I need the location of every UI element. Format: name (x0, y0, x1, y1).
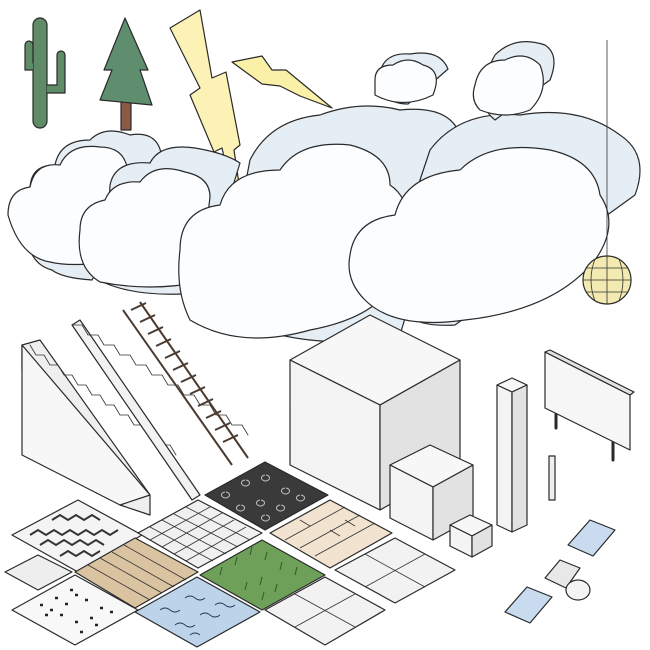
cube-small (449, 514, 493, 558)
tile-rubble (204, 461, 329, 531)
lightning-bolt-small (231, 55, 333, 109)
cactus (24, 17, 66, 129)
pine-tree (99, 17, 153, 131)
pillar (496, 377, 528, 533)
cloud-large-right (348, 111, 641, 326)
tile-speckled (11, 574, 139, 646)
ladder (122, 301, 249, 466)
billboard (544, 349, 635, 462)
tile-grid (137, 499, 263, 569)
tile-plain-small (4, 554, 73, 591)
tile-wood-planks (74, 537, 199, 609)
staircase-wall (21, 339, 177, 516)
satellite (504, 519, 616, 624)
tile-quad-bottom (264, 576, 386, 646)
tile-water (134, 576, 261, 648)
cloud-small-1 (374, 52, 449, 105)
tile-grass (199, 539, 326, 611)
post (548, 455, 556, 501)
tile-light-planks (269, 499, 393, 569)
disco-ball (582, 40, 632, 305)
cloud-small-2 (472, 41, 555, 121)
tile-quad-right (334, 537, 456, 604)
